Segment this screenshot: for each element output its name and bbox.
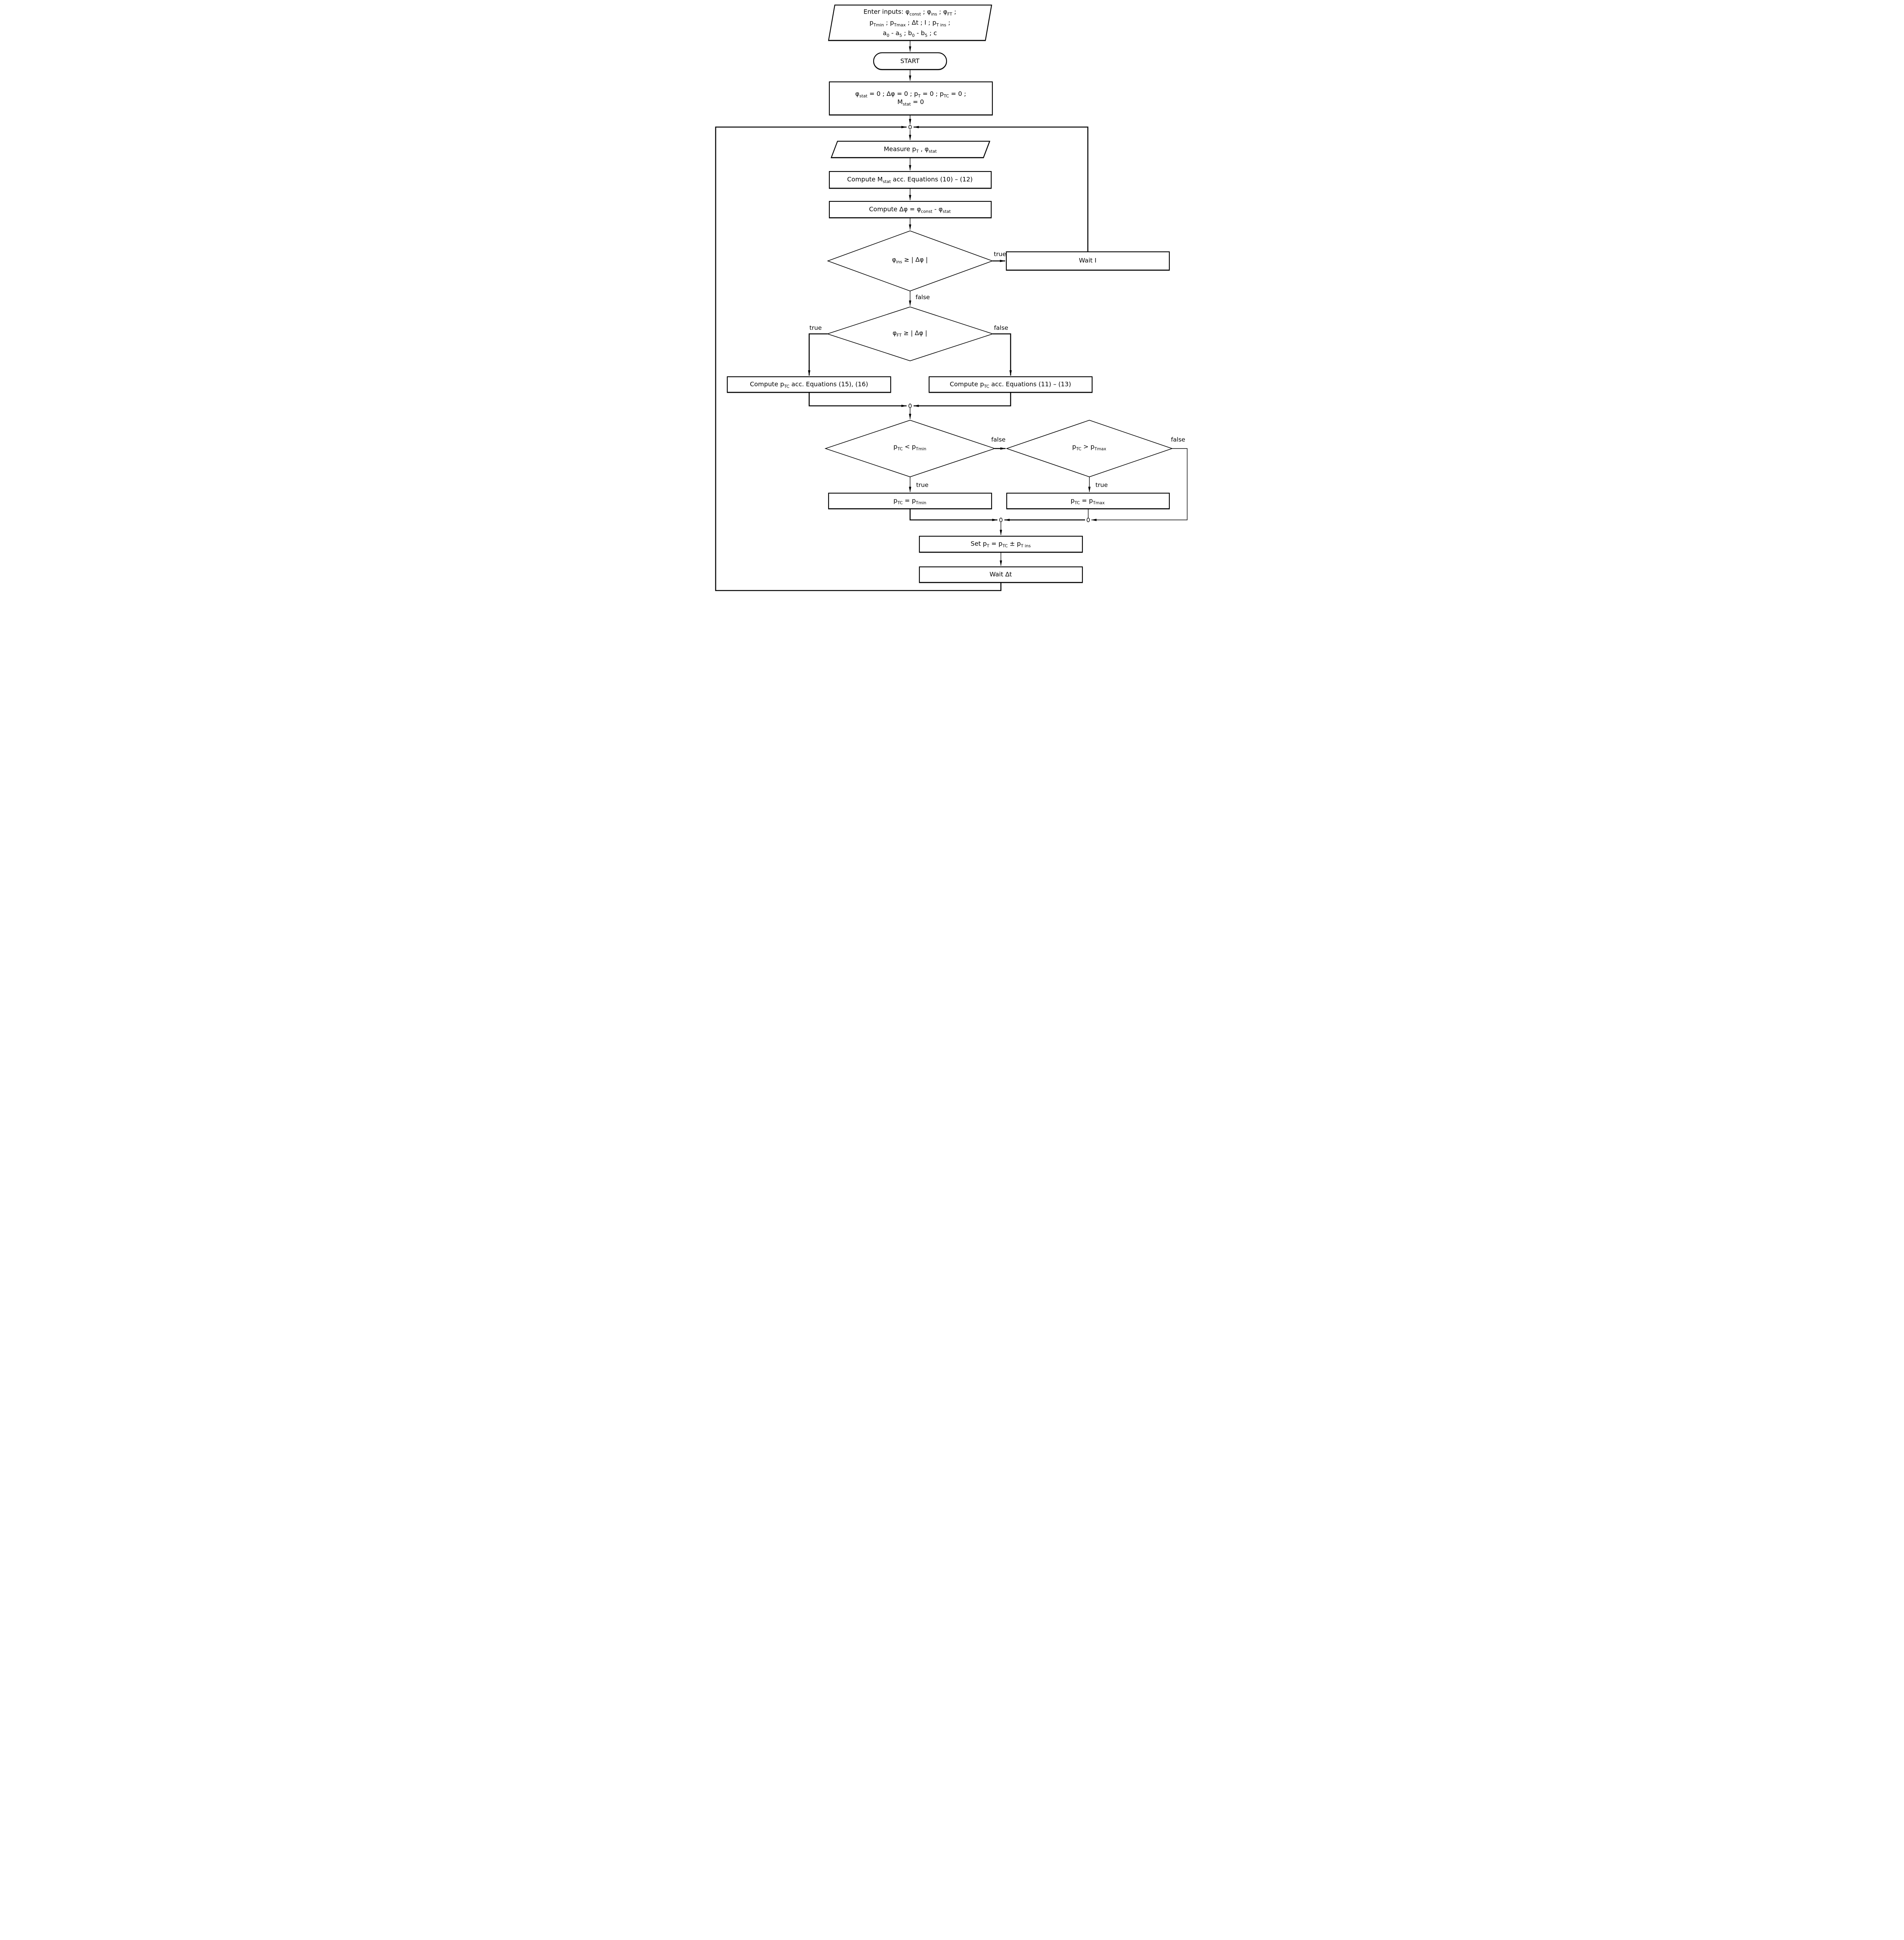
enter-inputs-text: Enter inputs: φconst ; φins ; φFT ;pTmin… (863, 8, 957, 38)
wait-dt-text: Wait Δt (989, 570, 1012, 578)
start-stadium (873, 52, 947, 70)
assign-pmax-rect (1006, 492, 1170, 509)
compute-ptc-15-16-text: Compute pTC acc. Equations (15), (16) (750, 380, 868, 389)
compute-ptc-11-13-rect (928, 376, 1092, 393)
measure-parallelogram (830, 140, 990, 158)
connector-c1113-junction (913, 392, 1011, 407)
ft-true-label: true (809, 324, 822, 331)
connector-ft-false (992, 333, 1012, 376)
compute-ptc-15-16-rect (727, 376, 891, 393)
junction-circles (908, 125, 1090, 522)
connector-ft-true (808, 333, 827, 376)
pmin-false-label: false (991, 436, 1006, 443)
decision-pmax-text: pTC > pTmax (1072, 443, 1106, 452)
decision-ins-text: φins ≥ | Δφ | (892, 256, 928, 265)
decision-ins-diamond (827, 230, 993, 291)
decision-pmin-text: pTC < pTmin (893, 443, 926, 452)
flowchart-drawing (715, 4, 1188, 591)
compute-dphi-text: Compute Δφ = φconst - φstat (869, 205, 951, 214)
init-text: φstat = 0 ; Δφ = 0 ; pT = 0 ; pTC = 0 ;M… (855, 90, 966, 107)
decision-ft-text: φFT ≥ | Δφ | (892, 329, 928, 338)
compute-mstat-rect (829, 171, 992, 189)
set-pt-rect (919, 535, 1083, 553)
compute-ptc-11-13-text: Compute pTC acc. Equations (11) – (13) (950, 380, 1071, 389)
flowchart-canvas: Enter inputs: φconst ; φins ; φFT ;pTmin… (714, 0, 1190, 594)
ins-true-label: true (994, 251, 1006, 258)
connector-assignpmin-junction3 (909, 509, 997, 521)
ins-false-label: false (916, 294, 930, 301)
connectors (715, 40, 1188, 591)
pmin-true-label: true (916, 482, 929, 488)
wait-dt-rect (919, 566, 1083, 583)
node-shapes (727, 4, 1173, 583)
wait-interval-rect (1006, 251, 1170, 271)
pmax-false-label: false (1171, 436, 1185, 443)
connector-main-loop (715, 126, 1001, 591)
assign-pmax-text: pTC = pTmax (1070, 497, 1105, 506)
init-rect (829, 81, 993, 116)
connector-pmax-false (1091, 448, 1188, 521)
start-text: START (900, 57, 920, 65)
enter-inputs-parallelogram (828, 4, 992, 41)
connector-waiti-return (913, 126, 1088, 252)
decision-pmax-diamond (1006, 420, 1173, 477)
ft-false-label: false (994, 324, 1008, 331)
pmax-true-label: true (1095, 482, 1108, 488)
wait-interval-text: Wait I (1079, 256, 1097, 264)
junction-circle-mid (908, 404, 912, 408)
decision-pmin-diamond (824, 420, 996, 477)
junction-circle-bottom (999, 518, 1002, 522)
assign-pmin-text: pTC = pTmin (893, 497, 926, 506)
measure-text: Measure pT , φstat (884, 145, 937, 154)
decision-ft-diamond (826, 307, 994, 361)
compute-mstat-text: Compute Mstat acc. Equations (10) – (12) (847, 175, 973, 184)
connector-c1516-junction (808, 392, 907, 407)
junction-circle-top (908, 125, 912, 130)
junction-circle-pmax (1086, 518, 1090, 522)
compute-dphi-rect (829, 201, 992, 218)
set-pt-text: Set pT = pTC ± pT ins (971, 540, 1031, 549)
assign-pmin-rect (828, 492, 992, 509)
